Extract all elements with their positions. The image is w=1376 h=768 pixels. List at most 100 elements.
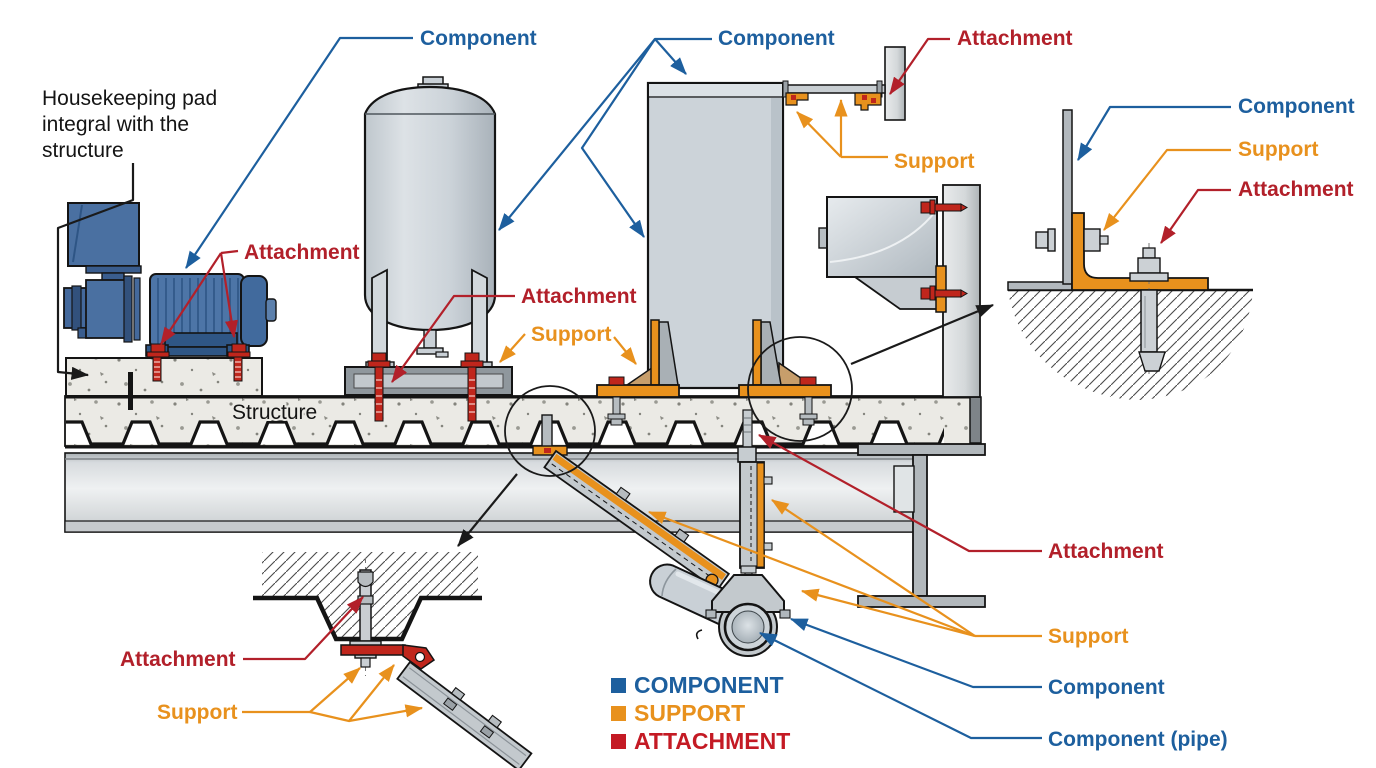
hanger-rod	[742, 409, 753, 449]
leader-component-tank2-top	[654, 38, 687, 75]
strut-orange-face	[552, 453, 727, 580]
clamp-nut	[740, 565, 757, 574]
leader-attachment-pump-a	[160, 252, 222, 345]
leader-detail-support2-a	[309, 667, 361, 713]
leader-detail-support2-b	[309, 664, 395, 723]
label-attachment-tank1: Attachment	[521, 285, 637, 308]
label-housekeeping-line2: integral with the	[42, 113, 189, 136]
detail2-anchor-bolt	[1129, 243, 1169, 378]
bracket-anchor-shaft	[612, 396, 621, 417]
detail2-concrete-hatch	[1008, 291, 1253, 400]
bracket-bolt	[799, 376, 817, 386]
bracket-base	[738, 384, 832, 398]
detail-arrow-to-hanger-view	[457, 473, 518, 547]
strut-tab	[763, 542, 773, 551]
clip-bolt	[871, 98, 876, 103]
tank2-top-band	[649, 84, 782, 96]
box-nub	[818, 227, 828, 249]
clamp-hook	[695, 629, 703, 640]
anchor-washer	[227, 351, 251, 358]
casing-flange-2	[133, 277, 141, 341]
hinge-hole	[414, 651, 426, 663]
tank-drain-stem	[423, 329, 437, 349]
brace-strut	[782, 80, 886, 111]
junction-box-facet	[72, 204, 83, 263]
strut-nut	[479, 725, 495, 739]
anchor-shaft	[374, 366, 384, 422]
pump-junction-box	[67, 202, 140, 267]
pipe-hanger-assembly	[532, 409, 773, 592]
anchor-shaft	[152, 356, 162, 382]
leader-attachment-wall	[889, 37, 950, 95]
motor-shaft-cap	[265, 298, 277, 322]
label-attachment-pump: Attachment	[244, 241, 360, 264]
strut-edge-line	[409, 667, 527, 757]
tank2-side-shade	[771, 98, 782, 387]
label-detail-support: Support	[1238, 138, 1318, 161]
leader-support-hanger-a	[647, 510, 976, 638]
label-support-brace: Support	[894, 150, 974, 173]
leader-support-hanger-b	[771, 499, 976, 637]
vertical-tank	[363, 76, 497, 370]
strut-bar	[782, 84, 886, 94]
detail2-bolt	[1035, 228, 1109, 252]
suction-flange	[71, 285, 82, 331]
detail-circle-bracket	[747, 336, 853, 442]
anchor-threads	[154, 361, 160, 378]
tank-support-frame	[344, 366, 513, 396]
label-housekeeping-line1: Housekeeping pad	[42, 87, 217, 110]
pump-anchor-bolts	[146, 343, 251, 382]
legend-label-component: COMPONENT	[634, 672, 784, 698]
i-beam-section	[857, 443, 986, 608]
anchor-threads	[469, 379, 475, 413]
shear-tab	[893, 465, 915, 513]
anchor-threads	[235, 361, 241, 378]
legend-label-attachment: ATTACHMENT	[634, 728, 790, 754]
legend-swatch-component	[611, 678, 626, 693]
strut-bolt	[487, 714, 503, 729]
frame-anchor-bolts	[367, 352, 484, 422]
clamp-lug	[705, 609, 717, 619]
tank-drain-tap	[435, 351, 449, 358]
housekeeping-pad	[65, 357, 263, 397]
leader-attachment-tank1	[391, 294, 515, 383]
pipe-bore	[731, 610, 765, 644]
casing-flange-1	[123, 275, 133, 343]
leader-attachment-hanger	[758, 434, 1042, 553]
label-component-pipe: Component (pipe)	[1048, 728, 1228, 751]
detail-red-bracket	[340, 644, 406, 656]
anchor-threads	[376, 379, 382, 413]
bracket-right	[738, 319, 832, 426]
clamp-lug	[779, 609, 791, 619]
vertical-strut-orange-face	[756, 462, 765, 568]
leader-component-tank2-side	[580, 38, 656, 238]
support-angle	[1071, 212, 1209, 291]
anchor-shaft	[467, 366, 477, 422]
i-beam-top-flange	[857, 443, 986, 456]
detail-strut	[396, 660, 533, 768]
detail-circle-hanger	[504, 385, 596, 477]
strut-nut	[443, 697, 458, 711]
leader-component-pipe	[759, 632, 1042, 740]
pump-pedestal	[164, 332, 238, 348]
slab-edge-angle	[969, 396, 982, 444]
rod-threads	[744, 417, 751, 433]
pad-joint-mark	[128, 372, 133, 410]
leader-support-bracket	[613, 336, 637, 365]
steel-beam-elevation	[64, 452, 915, 533]
leader-attachment-pump-b	[219, 252, 238, 339]
pump-casing	[85, 279, 129, 339]
leader-detail-attachment2	[243, 596, 364, 661]
bracket-left	[596, 319, 680, 426]
detail-anchor-tip	[360, 657, 371, 668]
bracket-anchor-washer	[799, 413, 818, 420]
leader-detail-attachment	[1160, 188, 1231, 244]
leader-attachment-pump-stem	[220, 249, 239, 255]
pipe-highlight	[675, 571, 729, 599]
strut-bolt	[674, 528, 690, 543]
strut-tab	[763, 476, 773, 485]
motor-end-bell	[240, 275, 268, 347]
beam-bottom-flange	[64, 520, 915, 533]
strut-bolt	[450, 686, 466, 701]
